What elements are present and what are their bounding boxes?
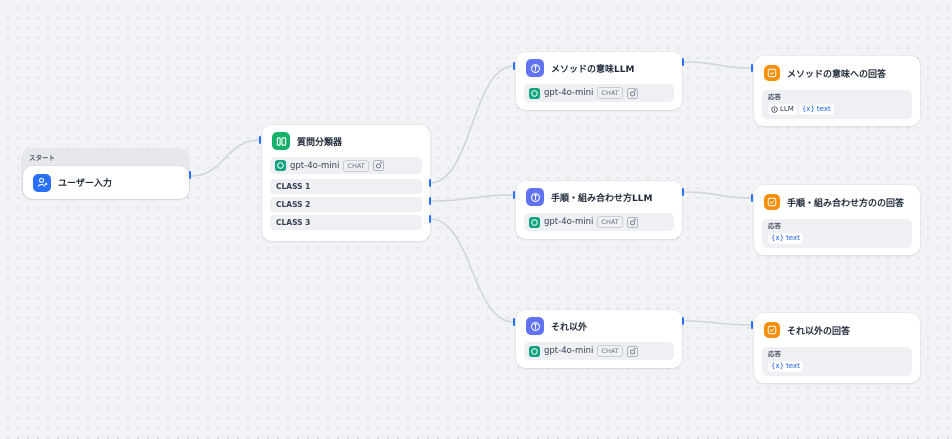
classifier-model-selector[interactable]: gpt-4o-mini CHAT	[270, 157, 422, 174]
classifier-node[interactable]: 質問分類器 gpt-4o-mini CHAT CLASS 1 CLASS 2 C…	[262, 125, 430, 241]
llm-icon	[526, 59, 544, 77]
llm-node-2[interactable]: 手順・組み合わせ方LLM gpt-4o-mini CHAT	[516, 181, 682, 239]
llm-icon	[771, 106, 778, 113]
llm-node-1-mode-badge: CHAT	[597, 87, 623, 99]
classifier-model-name: gpt-4o-mini	[290, 160, 340, 171]
answer-node-3[interactable]: それ以外の回答 応答 {x} text	[754, 313, 920, 383]
start-node[interactable]: ユーザー入力	[23, 166, 189, 199]
llm-node-3[interactable]: それ以外 gpt-4o-mini CHAT	[516, 310, 682, 368]
llm-icon	[526, 317, 544, 335]
llm-node-3-input-handle[interactable]	[513, 318, 515, 326]
llm-node-2-model-selector[interactable]: gpt-4o-mini CHAT	[524, 213, 674, 231]
answer-icon	[764, 194, 780, 210]
llm-node-2-output-handle[interactable]	[682, 188, 684, 196]
llm-node-1-output-handle[interactable]	[682, 58, 684, 66]
variable-chip: {x} text	[798, 104, 834, 115]
answer-node-3-response-box: 応答 {x} text	[762, 347, 912, 376]
class2-output-handle[interactable]	[429, 197, 431, 205]
edge-class2-to-llm2[interactable]	[429, 194, 515, 202]
llm-node-2-model-name: gpt-4o-mini	[544, 217, 594, 227]
llm-ref-chip: LLM	[768, 104, 797, 115]
answer-node-2[interactable]: 手順・組み合わせ方のの回答 応答 {x} text	[754, 185, 920, 255]
answer-node-1[interactable]: メソッドの意味への回答 応答 LLM {x} text	[754, 56, 920, 126]
class-row-1[interactable]: CLASS 1	[270, 179, 422, 194]
answer-node-2-input-handle[interactable]	[751, 194, 753, 202]
answer-node-3-title: それ以外の回答	[787, 326, 851, 337]
class-row-2[interactable]: CLASS 2	[270, 197, 422, 212]
variable-name: text	[816, 105, 831, 113]
edge-class1-to-llm1[interactable]	[429, 65, 515, 184]
class-row-3[interactable]: CLASS 3	[270, 215, 422, 230]
answer-icon	[764, 322, 780, 338]
llm-node-2-mode-badge: CHAT	[597, 216, 623, 228]
start-group-label: スタート	[29, 154, 55, 162]
variable-chip: {x} text	[768, 361, 803, 372]
classifier-model-mode-badge: CHAT	[343, 159, 369, 172]
llm-node-3-model-name: gpt-4o-mini	[544, 346, 594, 356]
classifier-title: 質問分類器	[297, 137, 343, 148]
class3-output-handle[interactable]	[429, 215, 431, 223]
edge-start-to-classifier[interactable]	[190, 139, 261, 177]
llm-node-3-mode-badge: CHAT	[597, 345, 623, 357]
openai-icon	[529, 84, 540, 103]
edge-llm2-to-answer2[interactable]	[683, 191, 753, 199]
classifier-input-handle[interactable]	[259, 136, 261, 144]
llm-node-3-title: それ以外	[551, 322, 588, 333]
openai-icon	[529, 342, 540, 361]
answer-icon	[764, 65, 780, 81]
llm-node-1-input-handle[interactable]	[513, 62, 515, 70]
answer-node-1-response-box: 応答 LLM {x} text	[762, 90, 912, 119]
answer-node-1-input-handle[interactable]	[751, 64, 753, 72]
start-output-handle[interactable]	[189, 171, 191, 179]
answer-node-2-response-box: 応答 {x} text	[762, 219, 912, 248]
edge-class3-to-llm3[interactable]	[429, 218, 515, 323]
model-settings-icon[interactable]	[626, 84, 638, 103]
variable-prefix-icon: {x}	[771, 234, 785, 242]
response-label: 応答	[768, 93, 781, 101]
llm-node-2-title: 手順・組み合わせ方LLM	[551, 193, 653, 204]
answer-node-1-title: メソッドの意味への回答	[787, 69, 887, 80]
variable-name: text	[786, 234, 800, 242]
model-settings-icon[interactable]	[626, 213, 638, 232]
llm-node-1-title: メソッドの意味LLM	[551, 64, 635, 75]
llm-node-1-model-name: gpt-4o-mini	[544, 88, 594, 98]
ref-node-name: LLM	[780, 105, 794, 113]
answer-node-2-title: 手順・組み合わせ方のの回答	[787, 198, 905, 209]
edge-llm1-to-answer1[interactable]	[683, 61, 753, 69]
variable-chip: {x} text	[768, 233, 803, 244]
model-settings-icon[interactable]	[626, 342, 638, 361]
response-label: 応答	[768, 350, 781, 358]
answer-node-3-input-handle[interactable]	[751, 321, 753, 329]
openai-icon	[275, 156, 286, 175]
response-label: 応答	[768, 222, 781, 230]
variable-prefix-icon: {x}	[771, 362, 785, 370]
user-input-icon	[33, 173, 51, 192]
variable-name: text	[786, 362, 800, 370]
start-node-title: ユーザー入力	[58, 179, 112, 189]
class1-output-handle[interactable]	[429, 179, 431, 187]
llm-node-3-model-selector[interactable]: gpt-4o-mini CHAT	[524, 342, 674, 360]
llm-icon	[526, 188, 544, 206]
variable-prefix-icon: {x}	[801, 105, 815, 113]
llm-node-1-model-selector[interactable]: gpt-4o-mini CHAT	[524, 84, 674, 102]
llm-node-3-output-handle[interactable]	[682, 317, 684, 325]
llm-node-1[interactable]: メソッドの意味LLM gpt-4o-mini CHAT	[516, 52, 682, 110]
model-settings-icon[interactable]	[372, 156, 384, 175]
llm-node-2-input-handle[interactable]	[513, 191, 515, 199]
openai-icon	[529, 213, 540, 232]
question-classifier-icon	[272, 132, 290, 150]
edge-llm3-to-answer3[interactable]	[683, 320, 753, 326]
